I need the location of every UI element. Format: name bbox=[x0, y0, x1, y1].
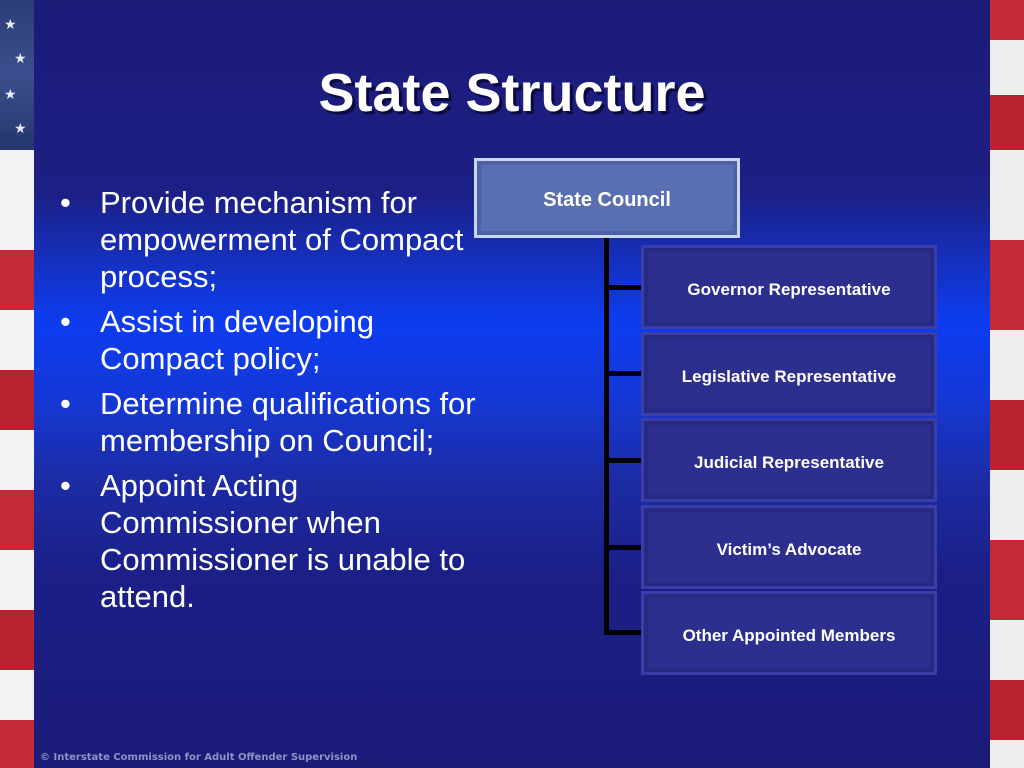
org-member-box: Legislative Representative bbox=[641, 332, 937, 416]
bullet-text: Provide mechanism for empowerment of Com… bbox=[100, 185, 498, 294]
org-member-box: Victim’s Advocate bbox=[641, 505, 937, 589]
copyright-footer: © Interstate Commission for Adult Offend… bbox=[40, 752, 358, 763]
bullet-marker: • bbox=[60, 185, 71, 220]
org-member-label: Other Appointed Members bbox=[682, 626, 896, 645]
bullet-list: • Provide mechanism for empowerment of C… bbox=[56, 184, 476, 623]
bullet-marker: • bbox=[60, 468, 71, 503]
slide-title: State Structure bbox=[318, 63, 706, 123]
org-member-label: Legislative Representative bbox=[681, 367, 897, 386]
org-connector-trunk bbox=[604, 238, 609, 634]
bullet-item: • Provide mechanism for empowerment of C… bbox=[56, 184, 476, 295]
org-member-box: Other Appointed Members bbox=[641, 591, 937, 675]
star-icon: ★ bbox=[4, 17, 17, 33]
bullet-text: Appoint Acting Commissioner when Commiss… bbox=[100, 468, 474, 614]
org-root-box: State Council bbox=[474, 158, 740, 238]
flag-left-decoration: ★ ★ ★ ★ bbox=[0, 0, 34, 768]
org-connector-branch bbox=[604, 545, 642, 550]
org-connector-branch bbox=[604, 458, 642, 463]
org-connector-branch bbox=[604, 285, 642, 290]
bullet-item: • Determine qualifications for membershi… bbox=[56, 385, 476, 459]
org-member-label: Judicial Representative bbox=[694, 453, 884, 472]
flag-right-decoration bbox=[990, 0, 1024, 768]
bullet-item: • Assist in developing Compact policy; bbox=[56, 303, 476, 377]
org-connector-branch bbox=[604, 630, 642, 635]
org-member-label: Victim’s Advocate bbox=[716, 540, 862, 559]
star-icon: ★ bbox=[14, 51, 27, 67]
bullet-marker: • bbox=[60, 386, 71, 421]
star-icon: ★ bbox=[4, 87, 17, 103]
bullet-marker: • bbox=[60, 304, 71, 339]
org-connector-branch bbox=[604, 371, 642, 376]
star-icon: ★ bbox=[14, 121, 27, 137]
org-root-label: State Council bbox=[543, 189, 671, 211]
bullet-text: Determine qualifications for membership … bbox=[100, 386, 485, 458]
org-member-box: Judicial Representative bbox=[641, 418, 937, 502]
bullet-text: Assist in developing Compact policy; bbox=[100, 304, 383, 376]
org-member-label: Governor Representative bbox=[687, 280, 891, 299]
bullet-item: • Appoint Acting Commissioner when Commi… bbox=[56, 467, 476, 615]
org-member-box: Governor Representative bbox=[641, 245, 937, 329]
